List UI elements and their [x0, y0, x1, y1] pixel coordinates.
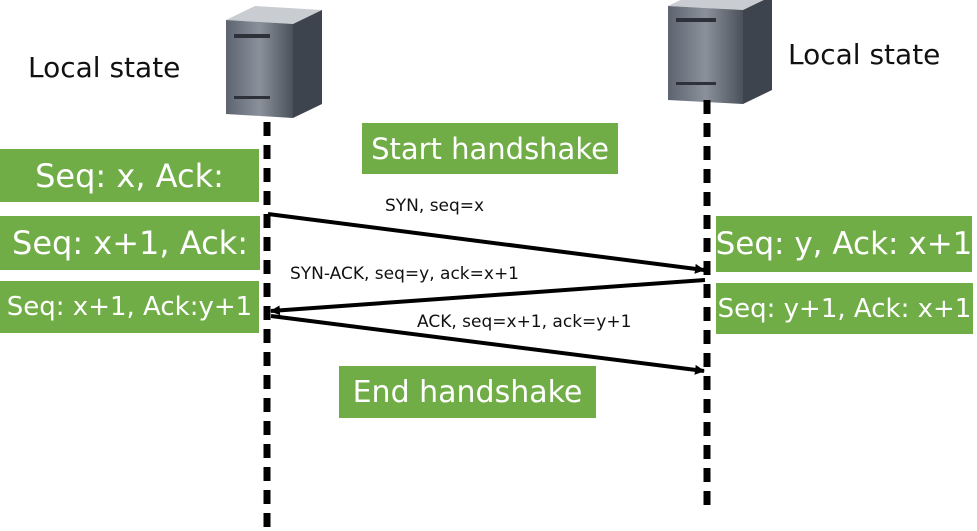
- left-server-icon: [226, 6, 322, 118]
- right-server-icon: [668, 0, 772, 104]
- right-local-state-title: Local state: [788, 38, 941, 71]
- end-handshake-banner: End handshake: [339, 366, 596, 418]
- ack-message-label: ACK, seq=x+1, ack=y+1: [417, 312, 632, 332]
- syn-message-label: SYN, seq=x: [385, 196, 485, 216]
- ack-arrow: [270, 314, 705, 375]
- left-local-state-title: Local state: [28, 51, 181, 84]
- left-state-box: Seq: x, Ack:: [0, 149, 259, 202]
- syn-arrow: [267, 212, 705, 274]
- syn-ack-arrow: [270, 278, 706, 316]
- right-state-box: Seq: y, Ack: x+1: [716, 216, 972, 272]
- left-state-box: Seq: x+1, Ack:: [0, 216, 260, 270]
- right-state-box: Seq: y+1, Ack: x+1: [716, 283, 973, 334]
- syn-ack-message-label: SYN-ACK, seq=y, ack=x+1: [290, 264, 520, 284]
- start-handshake-banner: Start handshake: [362, 123, 618, 174]
- left-state-box: Seq: x+1, Ack:y+1: [0, 281, 259, 333]
